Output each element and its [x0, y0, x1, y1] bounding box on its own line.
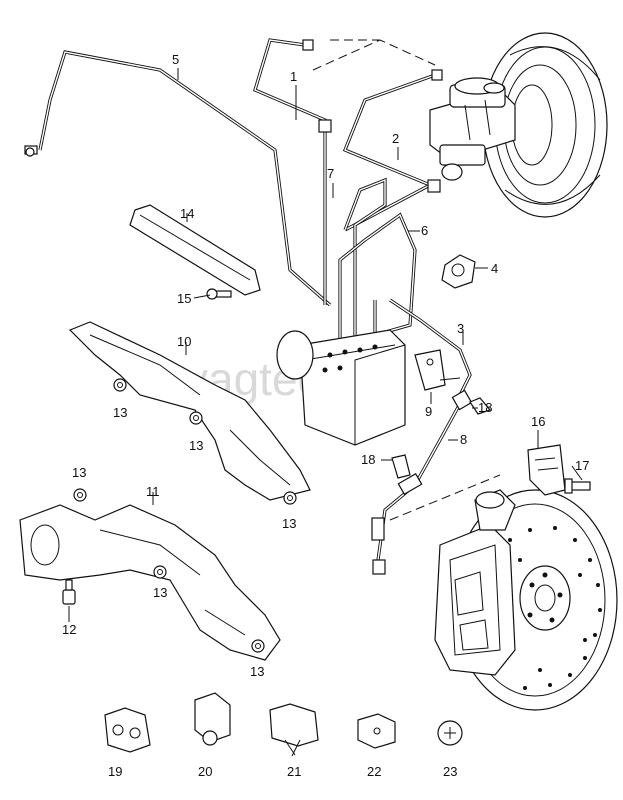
reference-line [389, 474, 501, 521]
callout-11: 11 [146, 484, 160, 499]
part-13-nut [189, 411, 203, 425]
callout-9: 9 [425, 404, 432, 419]
callout-13: 13 [282, 516, 296, 531]
brake-line-2 [342, 69, 443, 232]
callout-13: 13 [72, 465, 86, 480]
part-11-heat-shield [19, 504, 281, 661]
part-13-nut [73, 488, 87, 502]
brake-line-3 [389, 298, 472, 396]
brake-line-5 [24, 50, 332, 307]
callout-13: 13 [189, 438, 203, 453]
brake-line-1 [253, 38, 332, 305]
callout-6: 6 [421, 223, 428, 238]
callout-23: 23 [443, 764, 457, 779]
callout-21: 21 [287, 764, 301, 779]
reference-line [312, 39, 436, 71]
callout-14: 14 [180, 206, 194, 221]
brake-caliper [434, 524, 516, 676]
part-13-nut [251, 639, 265, 653]
leader-lines [68, 68, 583, 622]
callout-1: 1 [290, 69, 297, 84]
callout-3: 3 [457, 321, 464, 336]
part-8-brake-hose [371, 389, 473, 575]
callout-19: 19 [108, 764, 122, 779]
callout-18: 18 [478, 400, 492, 415]
part-12-grommet [62, 579, 76, 605]
callout-13: 13 [153, 585, 167, 600]
callout-17: 17 [575, 458, 589, 473]
callout-15: 15 [177, 291, 191, 306]
part-14-bracket [129, 204, 261, 296]
part-13-nut [153, 565, 167, 579]
part-13-nut [113, 378, 127, 392]
part-15-bolt [206, 288, 232, 300]
part-17-bolt [564, 478, 591, 494]
callout-13: 13 [113, 405, 127, 420]
callout-4: 4 [491, 261, 498, 276]
wheel-hub-carrier [474, 489, 516, 531]
part-4-mounting-bushing [441, 254, 476, 289]
part-9-bracket [414, 349, 461, 391]
callout-18: 18 [361, 452, 375, 467]
part-20-clip [194, 692, 231, 746]
part-23-grommet [437, 720, 463, 746]
brake-line-6 [338, 212, 417, 340]
part-21-clip [269, 703, 319, 757]
master-cylinder [429, 77, 516, 181]
brake-line-7 [343, 177, 387, 340]
brake-booster [482, 32, 608, 218]
callout-2: 2 [392, 131, 399, 146]
callout-12: 12 [62, 622, 76, 637]
callout-13: 13 [250, 664, 264, 679]
callout-7: 7 [327, 166, 334, 181]
part-18-clip [469, 397, 492, 415]
part-16-bracket [527, 444, 566, 496]
part-18-clip [391, 454, 411, 479]
part-13-nut [283, 491, 297, 505]
callout-5: 5 [172, 52, 179, 67]
callout-8: 8 [460, 432, 467, 447]
callout-22: 22 [367, 764, 381, 779]
part-19-clip [104, 707, 151, 753]
callout-10: 10 [177, 334, 191, 349]
callout-20: 20 [198, 764, 212, 779]
callout-16: 16 [531, 414, 545, 429]
abs-hydraulic-unit [276, 329, 406, 446]
part-10-heat-shield [68, 321, 311, 501]
part-22-clip [357, 713, 396, 749]
